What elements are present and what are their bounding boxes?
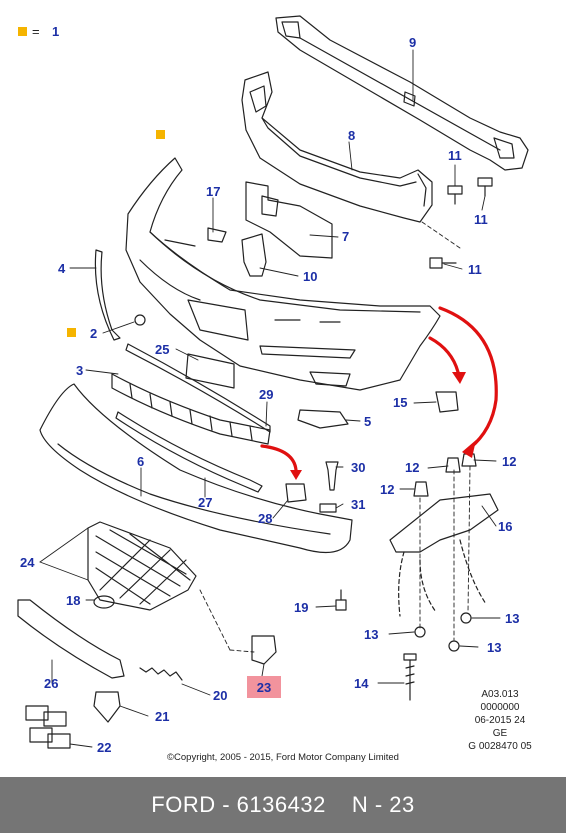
callout-29[interactable]: 29	[259, 387, 274, 402]
callout-22[interactable]: 22	[97, 740, 112, 755]
part-15-bracket	[435, 391, 459, 413]
marker-part-2	[67, 328, 76, 337]
part-12-clips	[413, 453, 477, 497]
callout-13-upper-right[interactable]: 13	[505, 611, 520, 626]
red-arrow-right	[438, 306, 498, 450]
callout-24[interactable]: 24	[20, 555, 35, 570]
red-arrowheads	[290, 372, 476, 480]
part-31-clip	[319, 503, 337, 513]
callout-21[interactable]: 21	[155, 709, 170, 724]
ref-line-3: 06-2015 24	[474, 715, 526, 726]
red-arrow-middle	[428, 336, 460, 374]
callout-25[interactable]: 25	[155, 342, 170, 357]
callout-7[interactable]: 7	[342, 229, 350, 244]
callout-19[interactable]: 19	[294, 600, 309, 615]
callout-30[interactable]: 30	[351, 460, 366, 475]
callout-28[interactable]: 28	[258, 511, 273, 526]
callout-5[interactable]: 5	[364, 414, 372, 429]
part-29-molding	[125, 343, 271, 433]
callout-10[interactable]: 10	[303, 269, 318, 284]
drawing-reference: A03.013 0000000 06-2015 24 GE G 0028470 …	[450, 688, 550, 753]
callout-12-lower[interactable]: 12	[380, 482, 395, 497]
callout-8[interactable]: 8	[348, 128, 356, 143]
footer-brand: FORD	[151, 792, 216, 817]
ref-line-1: A03.013	[481, 689, 519, 700]
part-18-badge	[93, 595, 115, 609]
ref-line-5: G 0028470 05	[468, 741, 532, 752]
callout-18[interactable]: 18	[66, 593, 81, 608]
callout-15[interactable]: 15	[393, 395, 408, 410]
part-19-bolt	[335, 589, 347, 611]
red-arrows	[260, 306, 498, 472]
exploded-parts-diagram	[17, 15, 529, 749]
part-10-clip	[241, 233, 267, 277]
callout-4[interactable]: 4	[58, 261, 66, 276]
part-16-splash-shield	[389, 493, 499, 617]
callout-27[interactable]: 27	[198, 495, 213, 510]
part-22-pads	[25, 705, 71, 749]
part-20-spring	[139, 667, 183, 681]
part-26-grille-frame	[17, 599, 125, 679]
callout-6[interactable]: 6	[137, 454, 145, 469]
legend-marker	[18, 27, 27, 36]
callout-20[interactable]: 20	[213, 688, 228, 703]
legend-equals: =	[32, 24, 40, 39]
part-2-clip	[134, 314, 146, 326]
part-4-side-strip	[94, 249, 121, 341]
callout-31[interactable]: 31	[351, 497, 366, 512]
part-21-clip	[93, 691, 121, 723]
part-14-bolt	[403, 653, 417, 701]
part-30-pin	[325, 461, 339, 491]
red-arrow-left	[260, 444, 298, 472]
part-6-lower-spoiler	[39, 383, 353, 554]
callout-13-left[interactable]: 13	[364, 627, 379, 642]
part-28-clip	[285, 483, 307, 503]
ref-line-4: GE	[492, 728, 508, 739]
callout-13-lower-right[interactable]: 13	[487, 640, 502, 655]
part-17-clip	[207, 227, 227, 243]
callout-11-upper[interactable]: 11	[448, 148, 462, 163]
callout-26[interactable]: 26	[44, 676, 59, 691]
callout-2[interactable]: 2	[90, 326, 98, 341]
callout-23-highlighted[interactable]: 23	[247, 676, 281, 698]
part-25-plate	[185, 353, 235, 389]
callout-14[interactable]: 14	[354, 676, 369, 691]
footer-bar: FORD - 6136432 N - 23	[0, 777, 566, 833]
part-23-cover	[251, 635, 277, 665]
part-8-absorber	[241, 71, 433, 223]
callout-12-right[interactable]: 12	[502, 454, 517, 469]
callout-16[interactable]: 16	[498, 519, 513, 534]
footer-page-label: N - 23	[351, 792, 415, 817]
callout-3[interactable]: 3	[76, 363, 84, 378]
part-1-bumper-cover	[125, 157, 441, 391]
marker-part-1	[156, 130, 165, 139]
callout-12-left[interactable]: 12	[405, 460, 420, 475]
alignment-lines	[199, 221, 471, 653]
callout-11-lower[interactable]: 11	[468, 262, 482, 277]
part-3-upper-grille	[111, 373, 271, 445]
part-9-reinforcement-bar	[275, 15, 529, 171]
ref-line-2: 0000000	[480, 702, 520, 713]
callout-17[interactable]: 17	[206, 184, 221, 199]
legend-value: 1	[52, 24, 60, 39]
callout-11-right[interactable]: 11	[474, 212, 488, 227]
callout-9[interactable]: 9	[409, 35, 417, 50]
footer-part-number: 6136432	[236, 792, 326, 817]
footer-separator: -	[215, 792, 237, 817]
part-13-fasteners	[414, 612, 472, 652]
part-5-fog-cover	[297, 409, 349, 429]
part-27-lower-strip	[115, 411, 263, 493]
part-24-lower-grille	[87, 521, 197, 611]
leader-lines	[39, 49, 501, 748]
part-7-bracket	[245, 181, 333, 259]
copyright-notice: ©Copyright, 2005 - 2015, Ford Motor Comp…	[167, 752, 399, 763]
